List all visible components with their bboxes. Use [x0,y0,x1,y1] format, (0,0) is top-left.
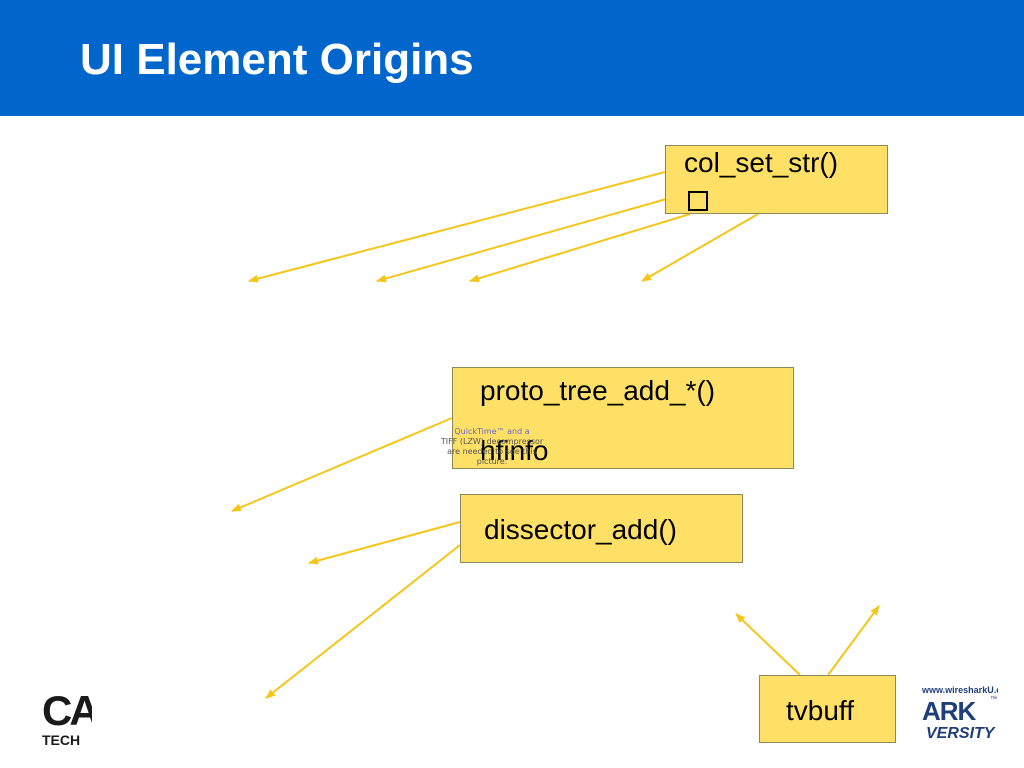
arrow-proto [231,417,453,512]
arrow-colset-4 [641,213,759,282]
title-bar: UI Element Origins [0,0,1024,116]
placeholder-line-1: QuickTime™ and a [454,427,530,436]
dissector-add-label: dissector_add() [484,514,677,545]
hfinfo-label: hfinfo [480,435,549,466]
proto-tree-add-box: proto_tree_add_*() hfinfo [452,367,794,469]
arrow-tvbuff-2 [827,605,880,676]
col-set-str-label: col_set_str() [684,147,839,178]
arrow-colset-1 [248,171,666,283]
left-logo: CA TECH [42,690,92,752]
arrow-tvbuff-1 [735,613,801,676]
arrow-dissector-1 [308,521,461,565]
right-logo-mark: ARK [922,696,976,726]
arrow-dissector-2 [265,544,461,699]
tvbuff-box: tvbuff [759,675,896,743]
placeholder-line-3: are needed to see this picture. [447,447,537,466]
right-logo-tm: ™ [990,696,997,703]
placeholder-line-2: TIFF (LZW) decompressor [440,437,544,446]
right-logo-sub: VERSITY [926,725,995,742]
dissector-add-box: dissector_add() [460,494,743,563]
checkbox-glyph-icon [688,191,708,211]
col-set-str-box: col_set_str() [665,145,888,214]
slide-title: UI Element Origins [80,35,474,84]
left-logo-sub: TECH [42,732,81,748]
arrow-colset-3 [469,213,691,283]
right-logo: www.wiresharkU.com ARK ™ VERSITY [918,684,998,748]
missing-image-placeholder: QuickTime™ and a TIFF (LZW) decompressor… [436,427,548,467]
right-logo-url: www.wiresharkU.com [922,685,998,695]
arrow-colset-2 [376,197,671,283]
left-logo-mark: CA [42,690,92,734]
proto-tree-add-label: proto_tree_add_*() [480,375,716,406]
tvbuff-label: tvbuff [786,695,854,726]
